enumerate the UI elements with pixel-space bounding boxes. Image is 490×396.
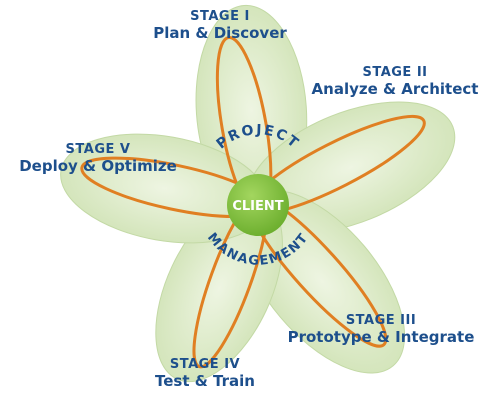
stage-4-name: Test & Train bbox=[155, 371, 255, 390]
stage-2-label: STAGE II Analyze & Architect bbox=[300, 65, 490, 98]
stage-1-name: Plan & Discover bbox=[153, 23, 287, 42]
stage-4-number: STAGE IV bbox=[169, 357, 241, 372]
stage-3-number: STAGE III bbox=[345, 313, 417, 328]
stage-5-label: STAGE V Deploy & Optimize bbox=[0, 142, 196, 175]
stage-2-number: STAGE II bbox=[362, 65, 428, 80]
stage-2-name: Analyze & Architect bbox=[311, 79, 479, 98]
stage-5-number: STAGE V bbox=[65, 142, 131, 157]
client-circle bbox=[227, 174, 289, 236]
stage-1-number: STAGE I bbox=[190, 9, 250, 24]
stage-5-name: Deploy & Optimize bbox=[19, 156, 177, 175]
stage-3-label: STAGE III Prototype & Integrate bbox=[276, 313, 486, 346]
stage-1-label: STAGE I Plan & Discover bbox=[145, 9, 295, 42]
stage-4-label: STAGE IV Test & Train bbox=[130, 357, 280, 390]
client-label: CLIENT bbox=[232, 199, 283, 214]
stage-3-name: Prototype & Integrate bbox=[287, 327, 475, 346]
